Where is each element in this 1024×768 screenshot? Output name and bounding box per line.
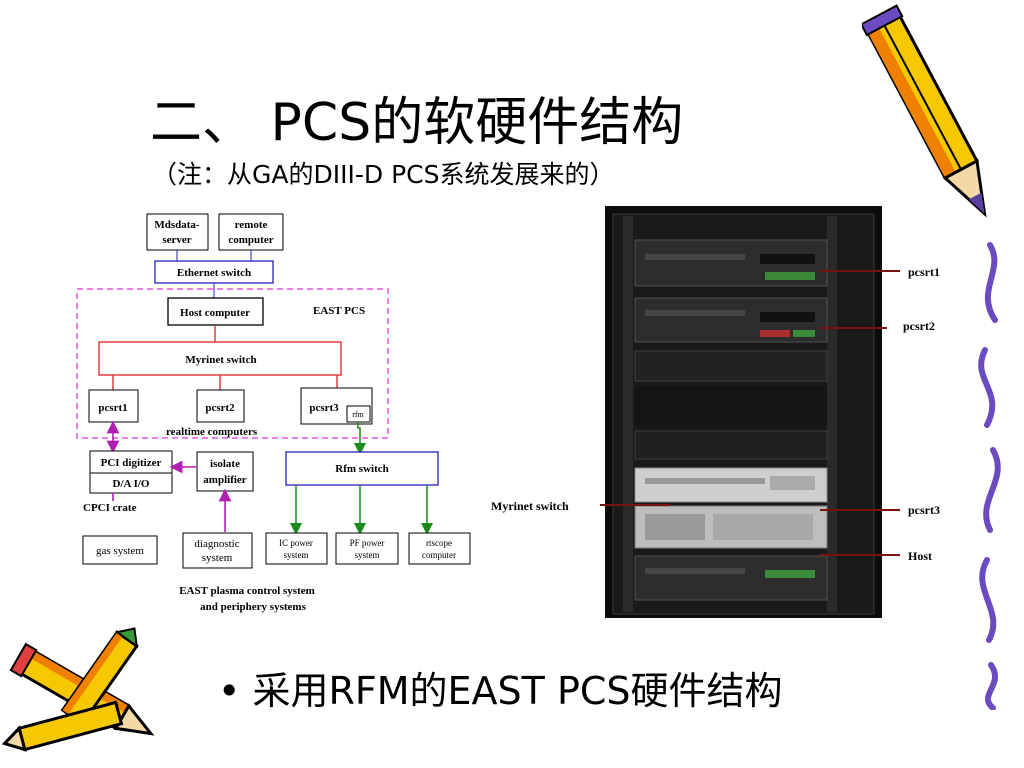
slide-subtitle: （注：从GA的DIII-D PCS系统发展来的）: [152, 160, 615, 189]
ic-power-system-node: IC power system: [265, 532, 328, 565]
isolate-amplifier-label-2: amplifier: [203, 474, 246, 486]
pcsrt2-label: pcsrt2: [205, 402, 235, 414]
rack-label-pcsrt3: pcsrt3: [908, 503, 940, 517]
myrinet-switch-label: Myrinet switch: [185, 354, 256, 366]
pci-digitizer-node: PCI digitizer D/A I/O: [89, 450, 173, 494]
pcsrt3-label: pcsrt3: [309, 402, 339, 414]
pf-power-system-node: PF power system: [335, 532, 399, 565]
pf-power-system-label-2: system: [354, 550, 379, 560]
rfm-label: rfm: [352, 410, 364, 419]
myrinet-switch-node: Myrinet switch: [98, 341, 342, 376]
isolate-amplifier-node: isolate amplifier: [196, 451, 254, 492]
server-rack-photo: [605, 206, 882, 618]
pencil-cluster-icon: [1, 627, 155, 752]
rfm-switch-node: Rfm switch: [285, 451, 439, 486]
rack-label-myrinet: Myrinet switch: [491, 499, 569, 513]
realtime-computers-label: realtime computers: [166, 426, 258, 438]
mdsdata-server-node: Mdsdata- server: [146, 213, 209, 251]
mdsdata-server-label-1: Mdsdata-: [154, 219, 200, 231]
rack-unit-pcsrt1: [634, 239, 828, 287]
diagram-caption-2: and periphery systems: [200, 601, 306, 613]
gas-system-label: gas system: [96, 545, 144, 557]
rack-label-pcsrt2: pcsrt2: [903, 319, 935, 333]
diagram-caption-1: EAST plasma control system: [179, 585, 315, 597]
pci-digitizer-label: PCI digitizer: [101, 457, 162, 469]
ethernet-switch-label: Ethernet switch: [177, 267, 251, 279]
isolate-amplifier-label-1: isolate: [210, 458, 240, 470]
rack-unit-pcsrt2: [634, 297, 828, 343]
slide-title: 二、 PCS的软硬件结构: [150, 93, 684, 153]
rack-pointers: [600, 270, 900, 556]
ic-power-system-label-1: IC power: [279, 538, 313, 548]
remote-computer-label-2: computer: [228, 234, 273, 246]
remote-computer-label-1: remote: [235, 219, 268, 231]
cpci-crate-label: CPCI crate: [83, 502, 137, 514]
ic-power-system-label-2: system: [283, 550, 308, 560]
rack-unit-host: [634, 555, 828, 601]
east-pcs-boundary: [76, 288, 389, 439]
rack-label-host: Host: [908, 549, 932, 563]
rtscope-computer-label-2: computer: [422, 550, 456, 560]
remote-computer-node: remote computer: [218, 213, 284, 251]
mdsdata-server-label-2: server: [162, 234, 191, 246]
link-rfm-rfmswitch: [354, 422, 366, 455]
host-computer-label: Host computer: [180, 307, 250, 319]
diagnostic-system-node: diagnostic system: [182, 532, 253, 569]
pcsrt2-node: pcsrt2: [196, 389, 245, 423]
east-pcs-label: EAST PCS: [313, 305, 365, 317]
rfm-switch-label: Rfm switch: [335, 463, 388, 475]
rack-unit-myrinet: [634, 467, 828, 503]
diagnostic-system-label-2: system: [202, 552, 233, 564]
pcs-architecture-diagram: Mdsdata- server remote computer Ethernet…: [76, 213, 471, 613]
squiggle-border-icon: [978, 242, 1001, 710]
da-io-label: D/A I/O: [113, 478, 150, 490]
rtscope-computer-node: rtscope computer: [408, 532, 471, 565]
diagnostic-system-label-1: diagnostic: [194, 538, 239, 550]
gas-system-node: gas system: [82, 535, 158, 565]
rack-unit-pcsrt3: [634, 505, 828, 549]
host-computer-node: Host computer: [167, 297, 264, 326]
rtscope-computer-label-1: rtscope: [426, 538, 452, 548]
rack-label-pcsrt1: pcsrt1: [908, 265, 940, 279]
ethernet-switch-node: Ethernet switch: [154, 260, 274, 284]
pcsrt1-label: pcsrt1: [98, 402, 127, 414]
pcsrt1-node: pcsrt1: [88, 389, 139, 423]
pencil-icon: [862, 4, 987, 218]
pf-power-system-label-1: PF power: [350, 538, 385, 548]
pcsrt3-node: pcsrt3 rfm: [300, 387, 373, 425]
bullet-text: • 采用RFM的EAST PCS硬件结构: [218, 669, 783, 713]
